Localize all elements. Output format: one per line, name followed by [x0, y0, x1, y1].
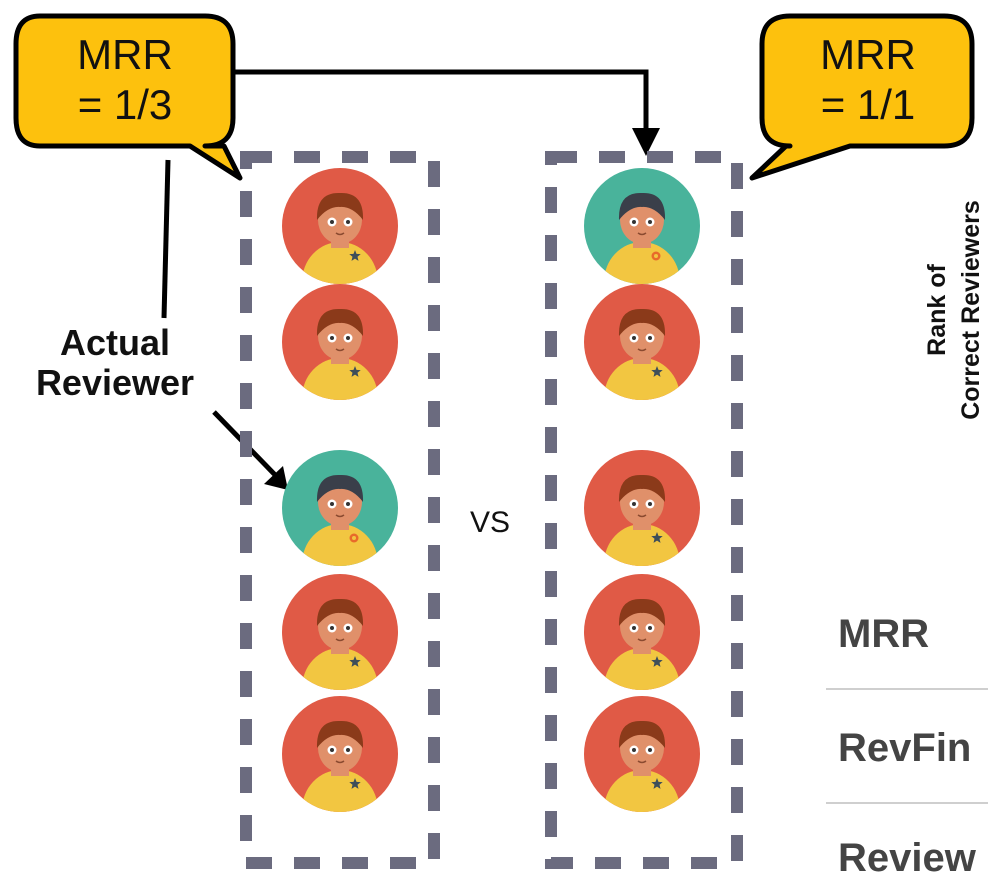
rank-axis-line1: Rank of: [923, 264, 951, 356]
left-avatar-3: [282, 450, 398, 566]
right-avatar-1: [584, 168, 700, 284]
callout-leader-line: [161, 159, 171, 319]
table-rule-1: [826, 688, 988, 690]
actual-reviewer-line1: Actual: [59, 322, 171, 363]
right-callout-line1: MRR: [820, 31, 916, 78]
right-avatar-3: [584, 450, 700, 566]
table-row-review: Review: [838, 836, 976, 880]
left-callout-line2: = 1/3: [77, 81, 173, 128]
left-mrr-callout: [13, 13, 243, 181]
right-avatar-4: [584, 574, 700, 690]
left-callout-line1: MRR: [77, 31, 173, 78]
table-header: MRR: [838, 612, 930, 656]
left-avatar-2: [282, 284, 398, 400]
right-mrr-callout: [749, 13, 975, 181]
table-rule-2: [826, 802, 988, 804]
reviewer-arrowhead: [264, 466, 288, 490]
left-callout-text: MRR = 1/3: [20, 30, 230, 130]
left-avatar-1: [282, 168, 398, 284]
right-callout-text: MRR = 1/1: [766, 30, 970, 130]
left-avatar-4: [282, 574, 398, 690]
actual-reviewer-label: Actual Reviewer: [10, 323, 220, 403]
rank-axis-label: Rank of Correct Reviewers: [920, 150, 988, 470]
right-avatar-5: [584, 696, 700, 812]
left-candidate-column: [240, 151, 440, 869]
right-callout-line2: = 1/1: [820, 81, 916, 128]
connector-line: [232, 69, 649, 130]
connector-arrowhead: [632, 128, 660, 156]
vs-label: VS: [470, 506, 511, 539]
table-row-revfin: RevFin: [838, 726, 972, 770]
right-avatar-2: [584, 284, 700, 400]
actual-reviewer-line2: Reviewer: [35, 362, 195, 403]
right-candidate-column: [545, 151, 743, 869]
left-avatar-5: [282, 696, 398, 812]
rank-axis-line2: Correct Reviewers: [957, 200, 985, 420]
